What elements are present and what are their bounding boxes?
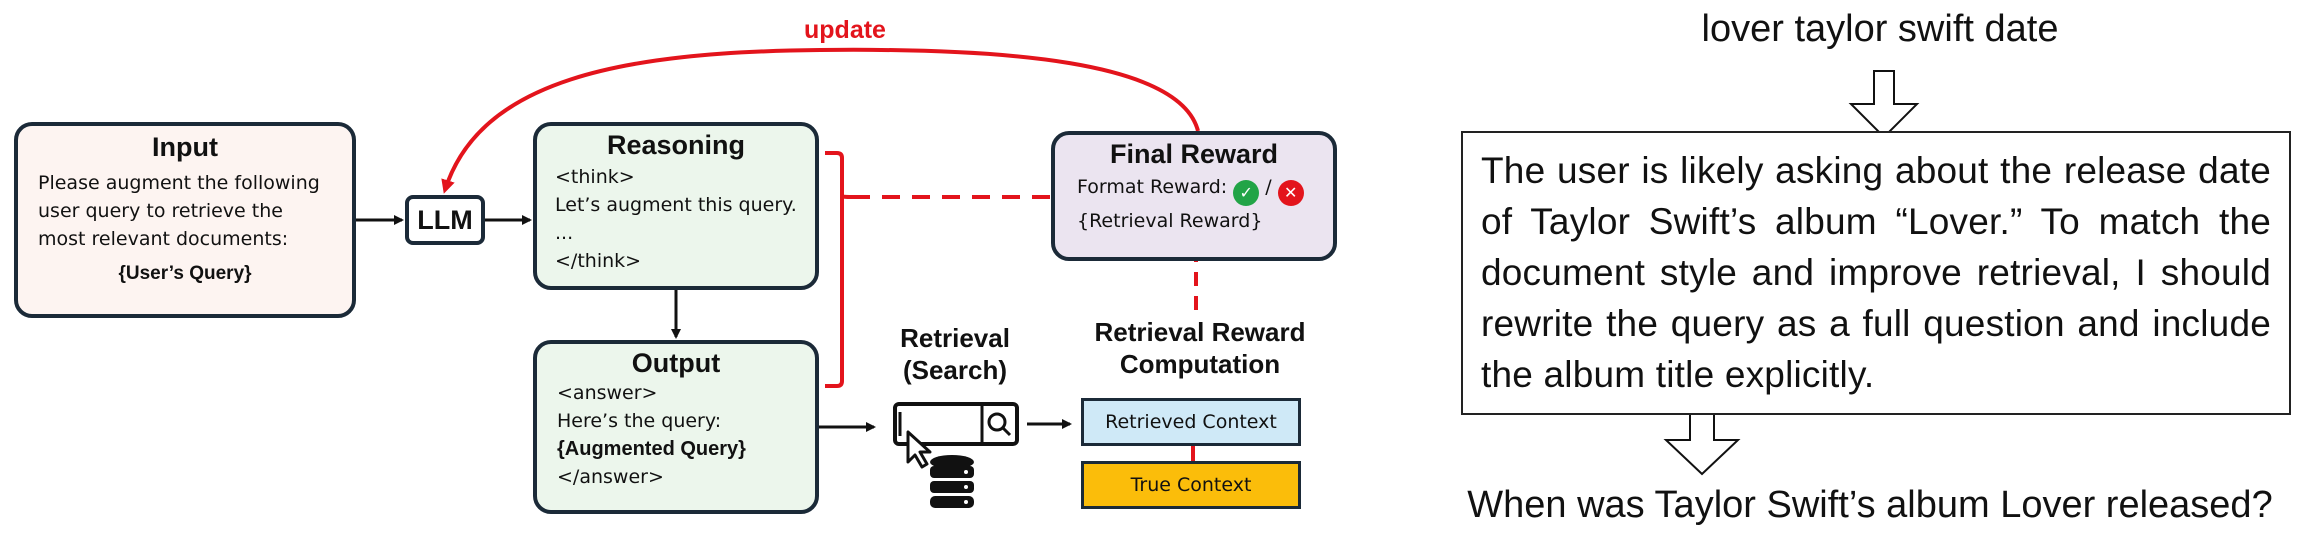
retrieval-label: Retrieval (Search) — [880, 322, 1030, 386]
output-line: Here’s the query: — [557, 410, 722, 432]
output-line: <answer> — [557, 382, 658, 404]
check-circle-icon: ✓ — [1233, 180, 1260, 206]
output-line: </answer> — [557, 466, 664, 488]
retrieval-reward-label: {Retrieval Reward} — [1077, 210, 1263, 232]
reasoning-line: <think> — [555, 166, 635, 188]
retrieval-title-line2: (Search) — [902, 355, 1008, 385]
rewritten-query: When was Taylor Swift’s album Lover rele… — [1467, 484, 2273, 526]
database-icon — [930, 455, 974, 508]
hollow-down-arrow-bottom — [1663, 405, 1741, 476]
update-arrow — [441, 47, 1200, 194]
final-reward-text: Format Reward: ✓ / ✕ {Retrieval Reward} — [1055, 170, 1333, 236]
retrieved-context-box: Retrieved Context — [1081, 398, 1301, 446]
output-title: Output — [631, 348, 721, 378]
format-reward-row: Format Reward: ✓ / ✕ — [1077, 172, 1333, 206]
separator: / — [1265, 176, 1272, 198]
hollow-down-arrow-top — [1848, 70, 1920, 139]
reasoning-line: ... — [555, 222, 574, 244]
input-box: Input Please augment the following user … — [14, 122, 356, 318]
reasoning-line: Let’s augment this query. — [555, 194, 797, 216]
input-text: Please augment the following user query … — [18, 163, 352, 253]
x-circle-icon: ✕ — [1277, 180, 1304, 206]
original-query: lover taylor swift date — [1701, 8, 2059, 50]
red-bracket — [825, 151, 853, 388]
output-box: Output <answer> Here’s the query: {Augme… — [533, 340, 819, 514]
reasoning-text: <think> Let’s augment this query. ... </… — [537, 161, 815, 275]
input-line: most relevant documents: — [38, 228, 289, 250]
reward-computation-title-line1: Retrieval Reward — [1094, 317, 1306, 347]
input-line: Please augment the following — [38, 172, 320, 194]
reasoning-box: Reasoning <think> Let’s augment this que… — [533, 122, 819, 290]
true-context-box: True Context — [1081, 461, 1301, 509]
output-text: <answer> Here’s the query: {Augmented Qu… — [537, 379, 815, 491]
update-label: update — [804, 16, 886, 44]
reward-computation-title-line2: Computation — [1119, 349, 1281, 379]
reasoning-example-box: The user is likely asking about the rele… — [1461, 131, 2291, 415]
input-line: user query to retrieve the — [38, 200, 283, 222]
user-query-placeholder: {User’s Query} — [118, 263, 252, 284]
llm-box: LLM — [405, 195, 485, 245]
reasoning-line: </think> — [555, 250, 642, 272]
reasoning-title: Reasoning — [606, 130, 746, 160]
final-reward-title: Final Reward — [1109, 139, 1279, 169]
reward-computation-label: Retrieval Reward Computation — [1070, 316, 1330, 380]
final-reward-box: Final Reward Format Reward: ✓ / ✕ {Retri… — [1051, 131, 1337, 261]
augmented-query-placeholder: {Augmented Query} — [557, 438, 746, 460]
mouse-cursor-icon — [906, 430, 932, 469]
reasoning-example-text: The user is likely asking about the rele… — [1481, 150, 2271, 395]
format-reward-label: Format Reward: — [1077, 176, 1228, 198]
retrieval-title-line1: Retrieval — [900, 323, 1010, 353]
input-title: Input — [152, 132, 218, 162]
search-bar-icon — [893, 402, 1019, 446]
